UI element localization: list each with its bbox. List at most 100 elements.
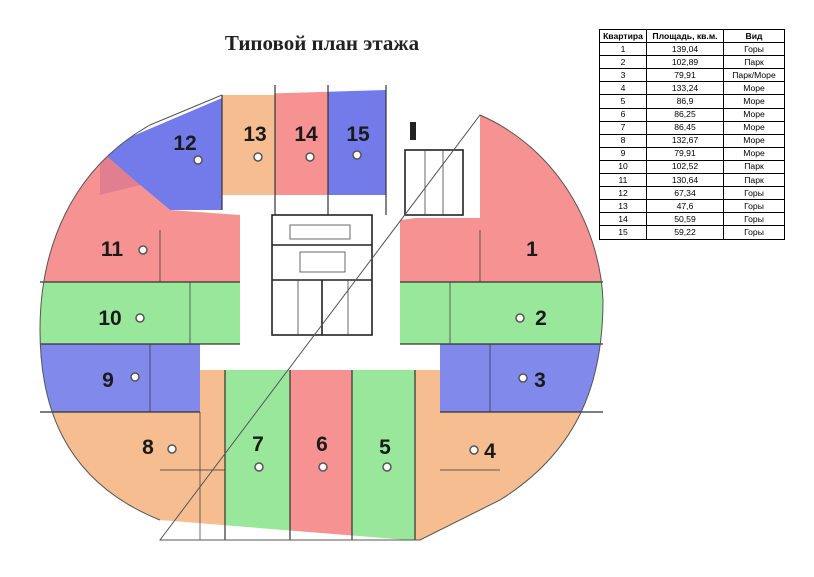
apartment-marker-5 <box>382 462 392 472</box>
apartment-number-2: 2 <box>535 307 547 330</box>
apartment-number-1: 1 <box>526 238 538 261</box>
apartment-marker-9 <box>130 372 140 382</box>
apt-9-zone[interactable] <box>40 344 200 412</box>
cell-area: 139,04 <box>646 42 724 57</box>
cell-view: Горы <box>723 199 785 214</box>
cell-view: Море <box>723 120 785 135</box>
apt-11-zone[interactable] <box>40 150 240 282</box>
cell-view: Море <box>723 133 785 148</box>
partition-walls <box>40 85 603 540</box>
cell-view: Море <box>723 81 785 96</box>
cell-area: 86,9 <box>646 94 724 109</box>
cell-view: Парк/Море <box>723 68 785 83</box>
cell-area: 50,59 <box>646 212 724 227</box>
apartment-marker-12 <box>193 155 203 165</box>
apt-2-zone[interactable] <box>400 282 603 344</box>
building-outline <box>39 94 604 541</box>
col-header-view: Вид <box>723 28 785 44</box>
apartment-marker-2 <box>515 313 525 323</box>
cell-area: 133,24 <box>646 81 724 96</box>
cell-apartment: 11 <box>599 173 647 188</box>
cell-apartment: 1 <box>599 42 647 57</box>
cell-view: Горы <box>723 225 785 240</box>
cell-area: 102,52 <box>646 159 724 175</box>
apt-7-zone[interactable] <box>225 370 290 540</box>
apartment-marker-13 <box>253 152 263 162</box>
apt-14-zone[interactable] <box>275 85 328 215</box>
apartment-number-4: 4 <box>484 440 496 463</box>
apt-10-zone[interactable] <box>40 282 240 344</box>
cell-apartment: 5 <box>599 94 647 109</box>
cell-view: Горы <box>723 186 785 201</box>
cell-apartment: 13 <box>599 199 647 214</box>
cell-view: Море <box>723 94 785 109</box>
cell-apartment: 12 <box>599 186 647 201</box>
cell-view: Парк <box>723 159 785 175</box>
apartment-marker-4 <box>469 445 479 455</box>
cell-apartment: 2 <box>599 55 647 70</box>
cell-area: 130,64 <box>646 173 724 188</box>
cell-area: 79,91 <box>646 146 724 161</box>
cell-area: 86,45 <box>646 120 724 135</box>
cell-apartment: 7 <box>599 120 647 135</box>
apartment-marker-7 <box>254 462 264 472</box>
cell-area: 47,6 <box>646 199 724 214</box>
cell-view: Парк <box>723 173 785 188</box>
cell-view: Море <box>723 107 785 122</box>
cell-area: 86,25 <box>646 107 724 122</box>
col-header-area: Площадь, кв.м. <box>646 28 724 44</box>
building-core <box>240 122 480 370</box>
apartment-marker-10 <box>135 313 145 323</box>
apartment-number-14: 14 <box>294 123 318 146</box>
cell-apartment: 9 <box>599 146 647 161</box>
apt-5-zone[interactable] <box>352 370 415 540</box>
cell-area: 67,34 <box>646 186 724 201</box>
cell-apartment: 6 <box>599 107 647 122</box>
apartment-number-6: 6 <box>316 433 328 456</box>
apartment-number-10: 10 <box>98 307 121 330</box>
cell-view: Горы <box>723 212 785 227</box>
apartment-number-12: 12 <box>173 132 196 155</box>
apartment-number-15: 15 <box>346 123 370 146</box>
plan-title: Типовой план этажа <box>225 31 420 55</box>
cell-apartment: 10 <box>599 159 647 175</box>
apartment-marker-3 <box>518 373 528 383</box>
cell-apartment: 3 <box>599 68 647 83</box>
cell-apartment: 15 <box>599 225 647 240</box>
cell-area: 102,89 <box>646 55 724 70</box>
cell-apartment: 14 <box>599 212 647 227</box>
cell-view: Море <box>723 146 785 161</box>
apartment-marker-15 <box>352 150 362 160</box>
apartment-number-3: 3 <box>534 369 546 392</box>
apartment-number-5: 5 <box>379 436 391 459</box>
cell-view: Парк <box>723 55 785 70</box>
apartment-marker-14 <box>305 152 315 162</box>
apartment-number-11: 11 <box>101 238 124 261</box>
apt-13-zone[interactable] <box>222 95 275 195</box>
apt-6-zone[interactable] <box>290 370 352 540</box>
apartment-number-9: 9 <box>102 369 114 392</box>
apartment-marker-11 <box>138 245 148 255</box>
col-header-apartment: Квартира <box>599 28 647 44</box>
cell-apartment: 8 <box>599 133 647 148</box>
cell-area: 79,91 <box>646 68 724 83</box>
apartment-number-13: 13 <box>243 123 266 146</box>
cell-area: 59,22 <box>646 225 724 240</box>
